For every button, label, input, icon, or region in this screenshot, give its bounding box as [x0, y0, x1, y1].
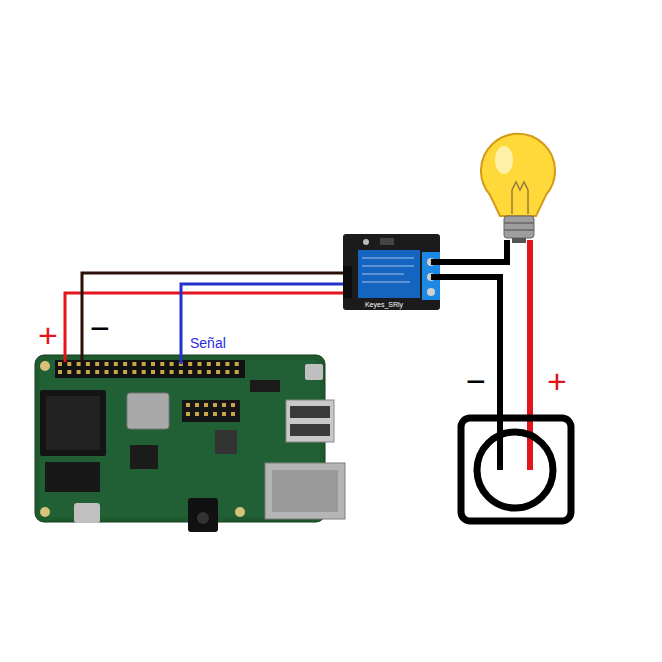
header-pin	[188, 370, 192, 374]
header-pin	[151, 362, 155, 366]
header-pin	[216, 362, 220, 366]
header-pin	[222, 412, 226, 416]
module-name: Keyes_SRly	[365, 301, 403, 308]
header-pin	[132, 370, 136, 374]
header-pin	[142, 370, 146, 374]
wall-socket	[461, 418, 571, 521]
header-pin	[213, 403, 217, 407]
header-pin	[77, 370, 81, 374]
polarity-sign: +	[547, 364, 567, 398]
polarity-sign: −	[90, 311, 110, 345]
header-pin	[198, 362, 202, 366]
header-pin	[86, 362, 90, 366]
polarity-sign: −	[466, 364, 486, 398]
header-pin	[188, 362, 192, 366]
header-pin	[198, 370, 202, 374]
header-pin	[58, 362, 62, 366]
header-pin	[67, 370, 71, 374]
header-pin	[235, 370, 239, 374]
signal-wire	[181, 284, 350, 364]
header-pin	[105, 362, 109, 366]
header-pin	[170, 362, 174, 366]
header-pin	[86, 370, 90, 374]
header-pin	[225, 362, 229, 366]
header-pin	[231, 403, 235, 407]
header-pin	[114, 370, 118, 374]
header-pin	[204, 412, 208, 416]
polarity-sign: +	[38, 318, 58, 352]
header-pin	[186, 403, 190, 407]
header-pin	[160, 362, 164, 366]
header-pin	[95, 362, 99, 366]
header-pin	[235, 362, 239, 366]
header-pin	[114, 362, 118, 366]
header-pin	[170, 370, 174, 374]
header-pin	[213, 412, 217, 416]
light-bulb	[481, 134, 555, 243]
header-pin	[207, 370, 211, 374]
header-pin	[195, 412, 199, 416]
header-pin	[123, 370, 127, 374]
header-pin	[216, 370, 220, 374]
header-pin	[231, 412, 235, 416]
ground-wire	[82, 273, 350, 362]
header-pin	[58, 370, 62, 374]
header-pin	[204, 403, 208, 407]
header-pin	[151, 370, 155, 374]
single-board-computer	[35, 355, 345, 532]
header-pin	[77, 362, 81, 366]
header-pin	[95, 370, 99, 374]
header-pin	[105, 370, 109, 374]
header-pin	[67, 362, 71, 366]
signal-name: Señal	[190, 336, 226, 350]
header-pin	[225, 370, 229, 374]
relay-module	[343, 234, 440, 310]
header-pin	[222, 403, 226, 407]
header-pin	[123, 362, 127, 366]
header-pin	[186, 412, 190, 416]
power-wire	[65, 293, 350, 362]
header-pin	[179, 370, 183, 374]
load-wire	[431, 240, 507, 262]
header-pin	[207, 362, 211, 366]
header-pin	[160, 370, 164, 374]
header-pin	[195, 403, 199, 407]
header-pin	[132, 362, 136, 366]
header-pin	[142, 362, 146, 366]
